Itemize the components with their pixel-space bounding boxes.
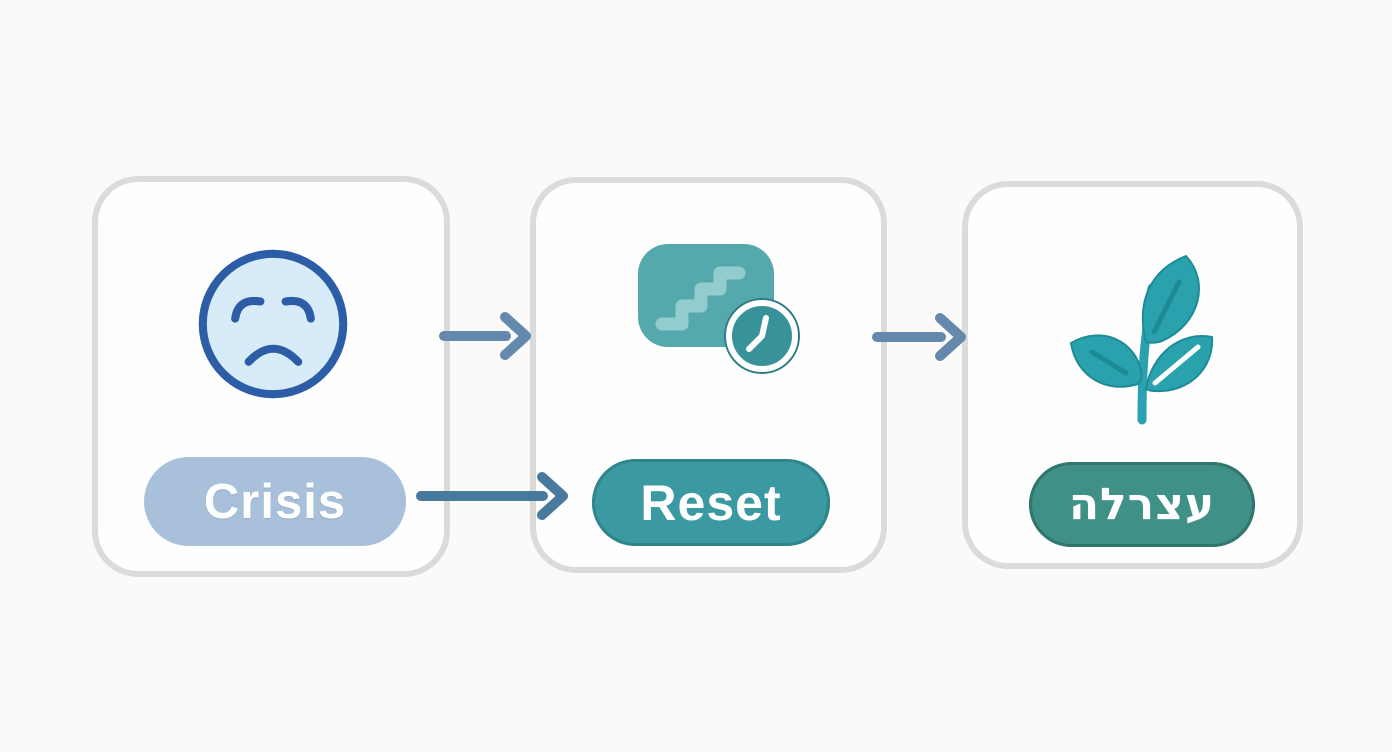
arrow-reset-to-growth-icon-level (872, 313, 966, 361)
growth-pill-button[interactable]: עצרלה (1029, 462, 1255, 547)
reset-pill-button[interactable]: Reset (592, 459, 830, 546)
stairs-progress-icon (655, 266, 746, 331)
card-reset: Reset (530, 177, 887, 573)
sad-face-icon (198, 249, 348, 399)
arrow-crisis-to-reset-icon-level (439, 312, 531, 360)
plant-sprout-icon (1069, 254, 1214, 425)
sad-left-eye (231, 296, 265, 323)
card-growth: עצרלה (962, 181, 1303, 569)
card-crisis: Crisis (92, 176, 450, 577)
crisis-pill-button[interactable]: Crisis (144, 457, 406, 546)
sad-right-eye (281, 296, 315, 323)
sad-mouth (244, 344, 303, 366)
habit-steps-icon (638, 244, 798, 372)
clock-hands (746, 315, 769, 352)
clock-icon (726, 300, 798, 372)
